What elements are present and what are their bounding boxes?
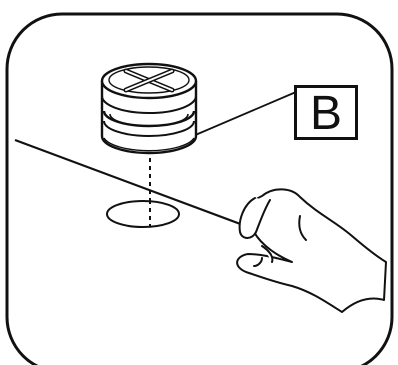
hand-icon	[236, 188, 387, 313]
callout-leader-line	[192, 91, 297, 137]
x-mark-icon	[123, 68, 175, 93]
cylindrical-device-icon	[100, 62, 198, 155]
callout-box: B	[294, 85, 358, 140]
ellipse-target-icon	[106, 200, 180, 228]
callout-label: B	[309, 86, 342, 140]
frame-border	[5, 12, 394, 365]
